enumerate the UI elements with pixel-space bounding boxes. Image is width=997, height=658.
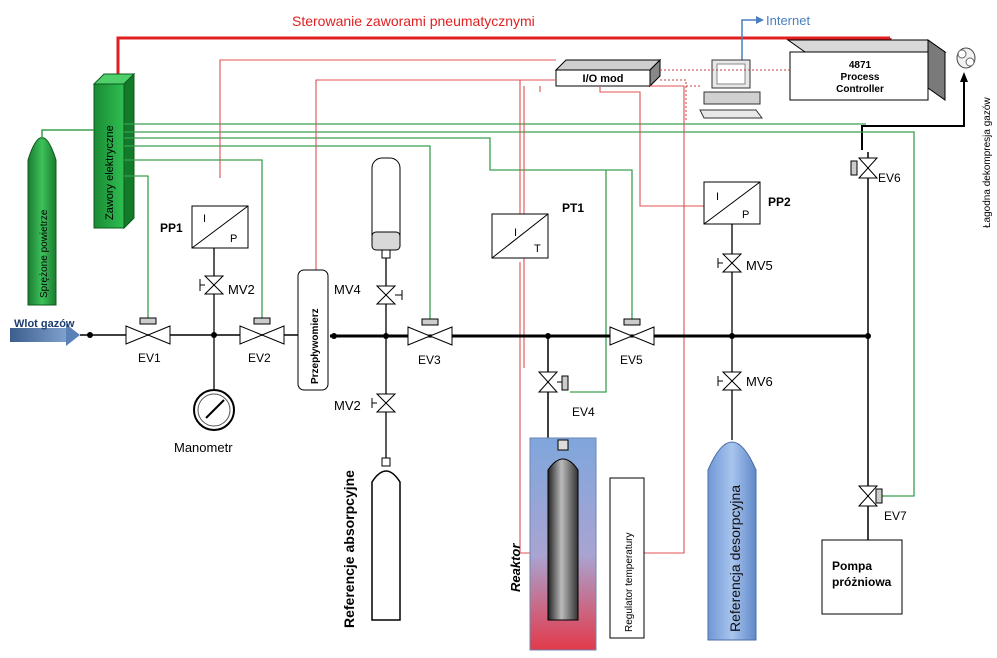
ref-desorption-label: Referencja desorpcyjna (727, 485, 743, 632)
mv5-label: MV5 (746, 258, 773, 273)
pp2-in: I (716, 191, 719, 203)
decompression-line (861, 80, 965, 150)
pp1-out: P (230, 233, 237, 245)
controller-line3: Controller (836, 84, 884, 95)
valve-ev5[interactable]: EV5 (609, 318, 655, 367)
pp2-label: PP2 (768, 195, 791, 209)
gas-inlet-label: Wlot gazów (14, 318, 75, 330)
flowmeter-label: Przepływomierz (310, 308, 321, 384)
pneumatic-green-lines (124, 123, 915, 497)
pt1-in: I (514, 227, 517, 239)
mv2-top-label: MV2 (228, 282, 255, 297)
decompression-label: Łagodna dekompresja gazów (982, 97, 993, 228)
temp-regulator-label: Regulator temperatury (624, 533, 635, 633)
manometer-label: Manometr (174, 440, 233, 455)
vacuum-pump[interactable]: Pompa próżniowa (821, 539, 903, 615)
mv6-label: MV6 (746, 374, 773, 389)
ev2-label: EV2 (248, 351, 271, 365)
mv2-bottom-label: MV2 (334, 398, 361, 413)
pp1-label: PP1 (160, 221, 183, 235)
io-module[interactable]: I/O mod (554, 58, 662, 88)
flowmeter[interactable]: Przepływomierz (297, 269, 329, 391)
inlet-arrow-icon (66, 324, 80, 346)
controller-line2: Process (841, 72, 880, 83)
transducer-pp2[interactable]: I P PP2 (703, 181, 791, 225)
computer-icon[interactable] (699, 59, 763, 119)
manometer-gauge[interactable]: Manometr (174, 389, 235, 455)
decompression-arrow-icon (960, 72, 968, 82)
valve-mv5[interactable]: MV5 (717, 253, 773, 273)
valve-ev7[interactable]: EV7 (857, 485, 907, 523)
ev4-label: EV4 (572, 405, 595, 419)
absorption-reference-cylinder[interactable] (371, 457, 401, 621)
pp1-in: I (203, 213, 206, 225)
compressed-air-tank[interactable]: Sprężone powietrze (27, 137, 57, 306)
pump-line2: próżniowa (832, 575, 892, 589)
valve-ev4[interactable]: EV4 (537, 371, 595, 419)
ev7-label: EV7 (884, 509, 907, 523)
ev3-label: EV3 (418, 353, 441, 367)
ev5-label: EV5 (620, 353, 643, 367)
top-cylinder[interactable] (371, 157, 401, 259)
temperature-regulator[interactable]: Regulator temperatury (609, 477, 645, 639)
pt1-out: T (534, 243, 541, 255)
exhaust-cloud-icon (956, 47, 976, 69)
mv4-label: MV4 (334, 282, 361, 297)
internet-arrow-icon (756, 16, 764, 24)
controller-line1: 4871 (849, 60, 872, 71)
desorption-reference-tank[interactable]: Referencja desorpcyjna (707, 441, 757, 641)
valve-mv2-bottom[interactable]: MV2 (334, 393, 397, 413)
reactor-label: Reaktor (508, 543, 523, 592)
inlet-arrow-body (10, 328, 66, 342)
valve-ev6[interactable]: EV6 (850, 157, 901, 185)
valve-bank[interactable]: Zawory elektryczne (92, 72, 136, 230)
ref-absorption-label: Referencje absorpcyjne (341, 470, 357, 628)
valve-mv4[interactable]: MV4 (334, 282, 403, 305)
diagram-title: Sterowanie zaworami pneumatycznymi (292, 13, 535, 29)
compressed-air-label: Sprężone powietrze (39, 209, 50, 298)
pp2-out: P (742, 209, 749, 221)
process-controller[interactable]: 4871 Process Controller (786, 39, 947, 101)
ev1-label: EV1 (138, 351, 161, 365)
pump-line1: Pompa (832, 559, 872, 573)
pt1-label: PT1 (562, 201, 584, 215)
valve-ev2[interactable]: EV2 (239, 317, 285, 365)
ev6-label: EV6 (878, 171, 901, 185)
valve-ev1[interactable]: EV1 (125, 317, 171, 365)
internet-label[interactable]: Internet (766, 13, 810, 28)
air-supply-line (41, 129, 94, 140)
internet-link (741, 19, 756, 60)
valve-ev3[interactable]: EV3 (407, 318, 453, 367)
valve-bank-label: Zawory elektryczne (104, 125, 116, 220)
reactor[interactable] (529, 437, 597, 651)
pneumatic-control-line (116, 36, 890, 78)
transducer-pp1[interactable]: I P PP1 (160, 205, 249, 249)
io-computer-link (660, 79, 687, 120)
valve-mv6[interactable]: MV6 (717, 371, 773, 391)
valve-mv2-top[interactable]: MV2 (199, 275, 255, 297)
transducer-pt1[interactable]: I T PT1 (491, 201, 584, 259)
io-module-label: I/O mod (583, 73, 624, 85)
